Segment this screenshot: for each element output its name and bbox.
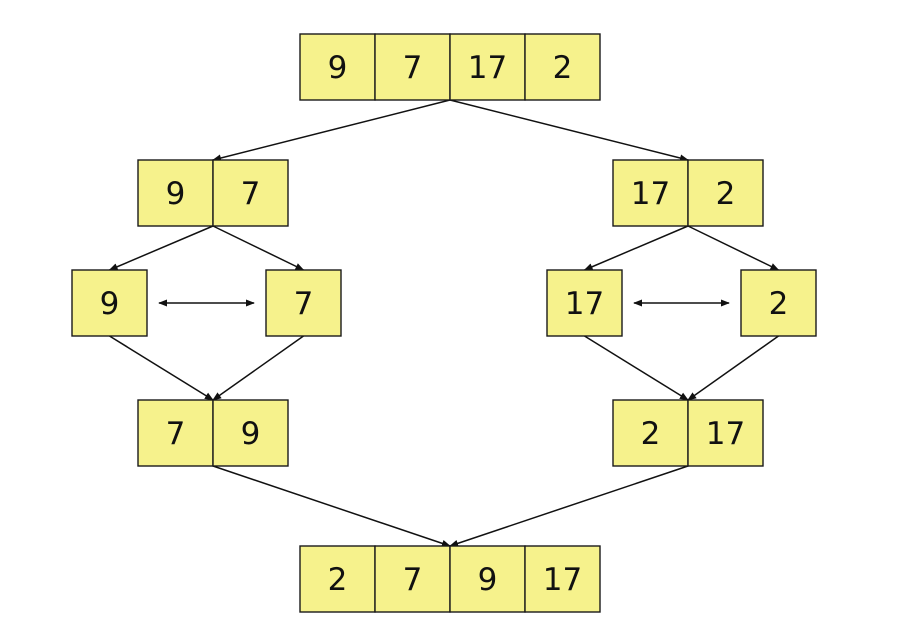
array-cell: 7	[137, 399, 214, 467]
cell-box	[612, 159, 689, 227]
cell-box	[212, 399, 289, 467]
flow-arrow	[212, 99, 451, 162]
cell-value: 9	[166, 176, 186, 212]
cell-box	[524, 545, 601, 613]
cell-value: 2	[716, 176, 736, 212]
array-cell: 2	[740, 269, 817, 337]
cell-value: 7	[241, 176, 261, 212]
array-cell: 7	[265, 269, 342, 337]
cell-box	[212, 159, 289, 227]
array-cell: 9	[71, 269, 148, 337]
array-cell: 2	[524, 33, 601, 101]
cell-box	[740, 269, 817, 337]
cell-value: 7	[403, 50, 423, 86]
flow-arrow	[584, 335, 689, 401]
cell-value: 2	[641, 416, 661, 452]
cell-value: 17	[468, 50, 507, 86]
cell-box	[137, 399, 214, 467]
flow-arrow	[212, 335, 304, 401]
array-cell: 17	[612, 159, 689, 227]
array-output: 2 7 9 17	[299, 545, 601, 613]
cell-value: 9	[100, 286, 120, 322]
array-cell: 2	[687, 159, 764, 227]
array-right-merged: 2 17	[612, 399, 764, 467]
array-cell: 7	[374, 545, 451, 613]
array-cell: 2	[612, 399, 689, 467]
flow-arrow	[212, 225, 305, 271]
cell-box	[612, 399, 689, 467]
cell-box	[71, 269, 148, 337]
cell-value: 17	[631, 176, 670, 212]
array-cell: 7	[374, 33, 451, 101]
array-cell: 17	[687, 399, 764, 467]
array-cell: 9	[449, 545, 526, 613]
cell-value: 7	[403, 562, 423, 598]
cell-box	[687, 159, 764, 227]
cell-box	[265, 269, 342, 337]
cell-value: 17	[706, 416, 745, 452]
array-cell: 9	[137, 159, 214, 227]
array-right-single-b: 2	[740, 269, 817, 337]
flow-arrow	[687, 225, 780, 271]
array-right-half: 17 2	[612, 159, 764, 227]
flow-arrow	[449, 99, 689, 162]
array-cell: 2	[299, 545, 376, 613]
cell-value: 9	[241, 416, 261, 452]
flow-arrow	[108, 225, 214, 271]
cell-value: 9	[478, 562, 498, 598]
array-left-single-b: 7	[265, 269, 342, 337]
cell-box	[546, 269, 623, 337]
cell-box	[524, 33, 601, 101]
cell-box	[449, 33, 526, 101]
cell-value: 17	[565, 286, 604, 322]
edges-layer	[108, 99, 780, 547]
flow-arrow	[109, 335, 214, 401]
array-cell: 9	[212, 399, 289, 467]
cell-value: 2	[553, 50, 573, 86]
cell-value: 7	[294, 286, 314, 322]
cell-value: 17	[543, 562, 582, 598]
array-cell: 9	[299, 33, 376, 101]
array-left-single-a: 9	[71, 269, 148, 337]
cell-value: 2	[328, 562, 348, 598]
cell-value: 7	[166, 416, 186, 452]
array-right-single-a: 17	[546, 269, 623, 337]
array-cell: 7	[212, 159, 289, 227]
flow-arrow	[583, 225, 689, 271]
array-cell: 17	[449, 33, 526, 101]
flow-arrow	[449, 465, 689, 547]
array-cell: 17	[524, 545, 601, 613]
cell-box	[687, 399, 764, 467]
cell-value: 9	[328, 50, 348, 86]
flow-arrow	[212, 465, 451, 547]
flow-arrow	[687, 335, 779, 401]
cell-box	[299, 545, 376, 613]
cell-value: 2	[769, 286, 789, 322]
array-cell: 17	[546, 269, 623, 337]
array-input: 9 7 17 2	[299, 33, 601, 101]
cell-box	[374, 545, 451, 613]
